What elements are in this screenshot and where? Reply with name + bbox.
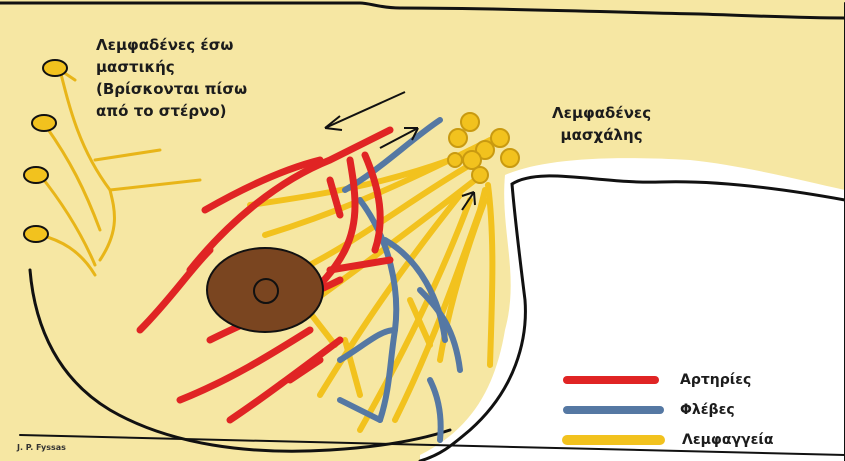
internal-node-2: [32, 115, 56, 131]
axillary-node-2: [449, 129, 467, 147]
author-credit: J. P. Fyssas: [17, 443, 66, 452]
internal-mammary-nodes-label: Λεμφαδένες έσω μαστικής (Βρίσκονται πίσω…: [96, 34, 247, 122]
nipple: [207, 248, 323, 332]
internal-label-line3: (Βρίσκονται πίσω: [96, 78, 247, 100]
internal-label-line1: Λεμφαδένες έσω: [96, 34, 247, 56]
internal-label-line4: από το στέρνο): [96, 100, 247, 122]
internal-node-1: [43, 60, 67, 76]
axillary-node-8: [448, 153, 462, 167]
axillary-node-4: [491, 129, 509, 147]
axillary-node-5: [501, 149, 519, 167]
axillary-nodes-label: Λεμφαδένες μασχάλης: [552, 102, 651, 146]
internal-node-3: [24, 167, 48, 183]
legend-label-artery: Αρτηρίες: [680, 372, 751, 388]
legend-label-vein: Φλέβες: [680, 402, 735, 418]
internal-label-line2: μαστικής: [96, 56, 247, 78]
internal-node-4: [24, 226, 48, 242]
axillary-label-line1: Λεμφαδένες: [552, 102, 651, 124]
axillary-label-line2: μασχάλης: [552, 124, 651, 146]
axillary-node-1: [461, 113, 479, 131]
legend-label-lymph: Λεμφαγγεία: [682, 432, 773, 448]
axillary-node-7: [472, 167, 488, 183]
